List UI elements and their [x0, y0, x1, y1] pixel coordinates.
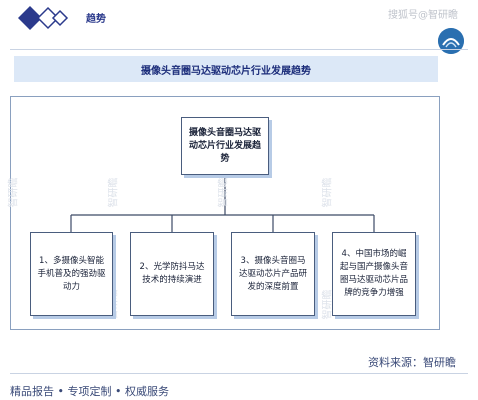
root-node: 摄像头音圈马达驱动芯片行业发展趋势 — [181, 117, 269, 175]
header-divider — [10, 49, 468, 50]
logo-diamonds — [18, 6, 69, 30]
diagram-frame: 智研瞻 智研瞻 智研瞻 智研瞻 智研瞻 智研瞻 摄像头音圈马达驱动芯片行业发展趋… — [9, 96, 440, 330]
watermark-text: 搜狐号@智研瞻 — [388, 10, 458, 21]
watermark-text: 智研瞻 — [218, 177, 230, 208]
tree-connectors — [70, 175, 375, 232]
source-note: 资料来源：智研瞻 — [368, 356, 456, 369]
trend-node-2: 2、光学防抖马达技术的持续演进 — [130, 232, 214, 316]
watermark-text: 智研瞻 — [108, 177, 120, 208]
footer-tagline: 精品报告 • 专项定制 • 权威服务 — [10, 385, 169, 398]
watermark-text: 智研瞻 — [8, 177, 20, 208]
trend-node-1: 1、多摄像头智能手机普及的强劲驱动力 — [30, 232, 113, 316]
brand-badge-icon — [438, 28, 464, 54]
page-title: 趋势 — [86, 14, 106, 25]
footer-divider — [10, 373, 468, 374]
diagram-banner: 摄像头音圈马达驱动芯片行业发展趋势 — [14, 56, 438, 82]
trend-node-4: 4、中国市场的崛起与国产摄像头音圈马达驱动芯片品牌的竞争力增强 — [332, 232, 416, 316]
watermark-text: 智研瞻 — [322, 177, 334, 208]
trend-node-3: 3、摄像头音圈马达驱动芯片产品研发的深度前置 — [231, 232, 315, 316]
